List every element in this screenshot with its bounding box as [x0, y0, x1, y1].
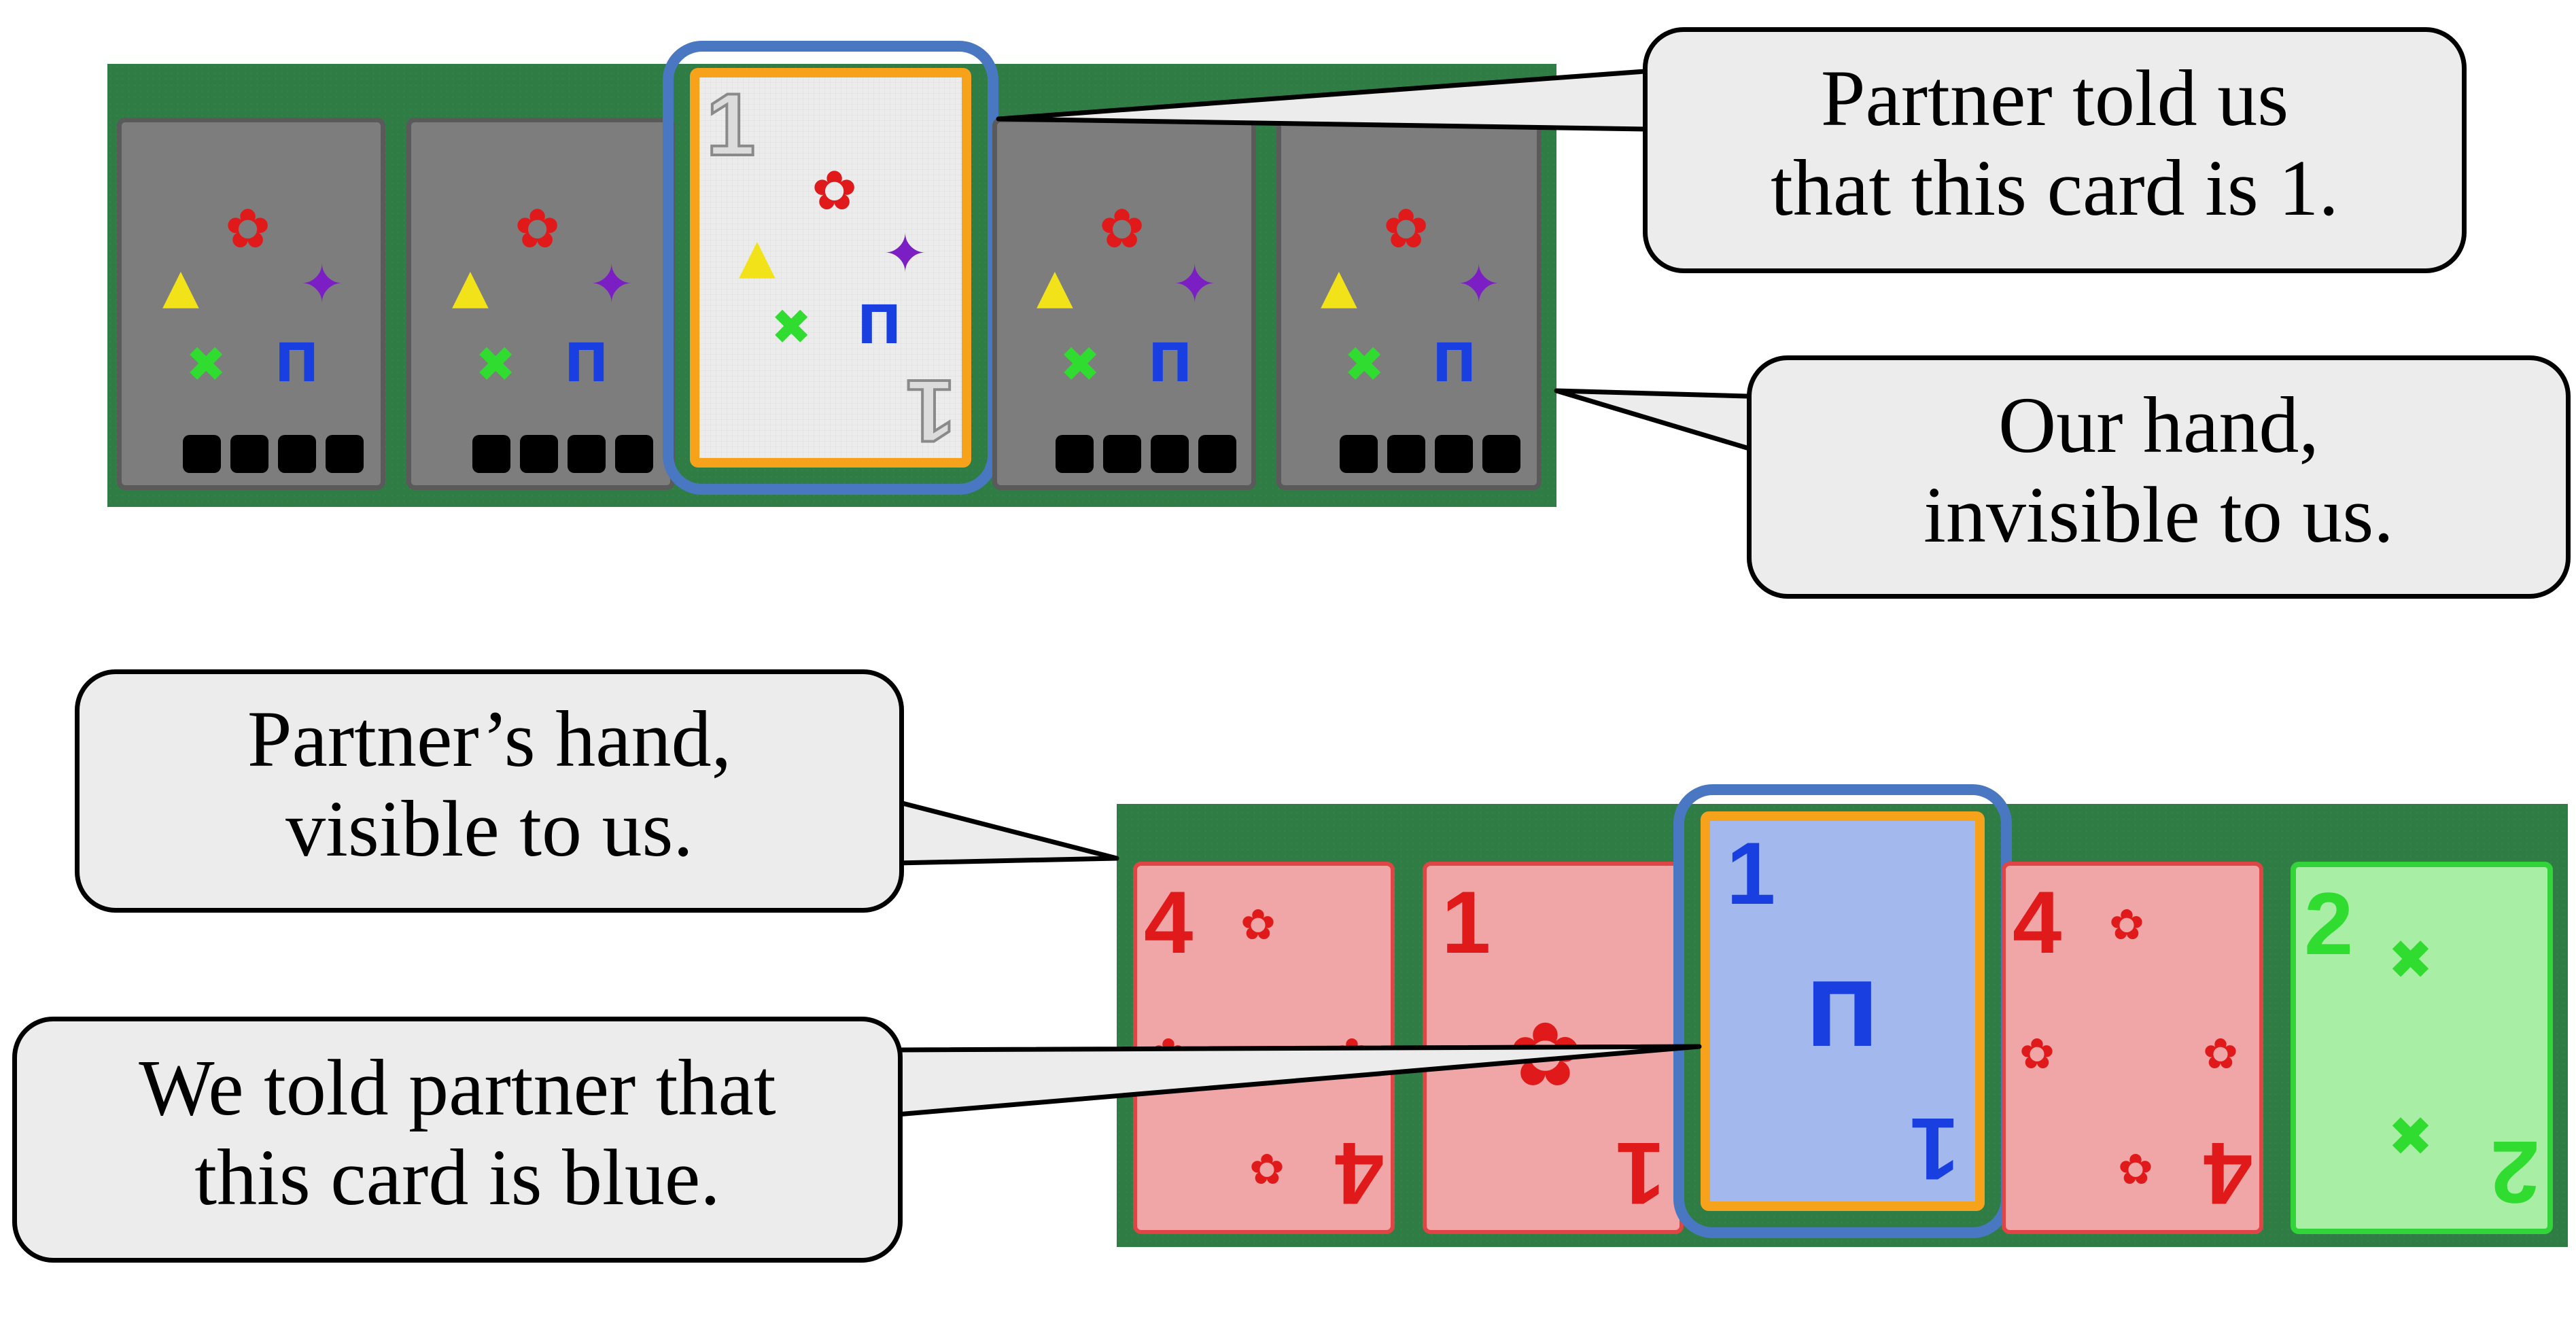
red-suit-icon: ✿ [812, 159, 858, 222]
red-suit-icon: ✿ [2019, 1029, 2055, 1078]
red-suit-icon: ✿ [2203, 1029, 2238, 1078]
rank-slot [1340, 435, 1378, 473]
rank-slot [326, 435, 364, 473]
pointer-partner-told [996, 69, 1646, 132]
callout-we-told: We told partner that this card is blue. [12, 1017, 903, 1263]
rank-slot [183, 435, 221, 473]
rank-slot [615, 435, 653, 473]
rank-slot [1482, 435, 1520, 473]
green-suit-icon: ✖ [2388, 1105, 2434, 1168]
red-suit-icon: ✿ [1099, 197, 1145, 260]
yellow-suit-icon: ▲ [1037, 258, 1073, 314]
callout-line: Partner’s hand, [247, 695, 732, 784]
pointer-we-told [897, 1044, 1702, 1117]
red-suit-icon: ✿ [1249, 1144, 1285, 1194]
blue-suit-icon: Π [857, 295, 902, 356]
yellow-suit-icon: ▲ [162, 258, 199, 314]
yellow-suit-icon: ▲ [1321, 258, 1357, 314]
hinted-card-highlight [663, 41, 998, 495]
yellow-suit-icon: ▲ [739, 228, 776, 284]
red-suit-icon: ✿ [515, 197, 561, 260]
our-hand-card-4[interactable]: ✿ ▲ ✦ ✖ Π [992, 118, 1256, 490]
blue-suit-icon: Π [275, 333, 319, 394]
partner-card-5[interactable]: 2 2 ✖ ✖ [2291, 862, 2553, 1234]
pointer-our-hand [1554, 388, 1796, 465]
rank-slot [568, 435, 606, 473]
rank-label: 4 [2013, 873, 2062, 972]
blue-suit-icon: Π [1805, 964, 1879, 1067]
partner-card-4[interactable]: 4 4 ✿ ✿ ✿ ✿ [2002, 862, 2263, 1234]
rank-slots [1340, 435, 1520, 473]
rank-slot [1103, 435, 1141, 473]
our-hand-card-1[interactable]: ✿ ▲ ✦ ✖ Π [117, 118, 385, 490]
green-suit-icon: ✖ [1344, 336, 1385, 393]
green-suit-icon: ✖ [1060, 336, 1101, 393]
rank-slot [230, 435, 268, 473]
rank-slot [1056, 435, 1094, 473]
red-suit-icon: ✿ [225, 197, 271, 260]
our-hand-card-hinted[interactable]: 1 1 ✿ ▲ ✦ ✖ Π [690, 68, 971, 468]
our-hand-card-5[interactable]: ✿ ▲ ✦ ✖ Π [1276, 118, 1542, 490]
green-suit-icon: ✖ [186, 336, 227, 393]
callout-line: Our hand, [1998, 381, 2319, 470]
purple-suit-icon: ✦ [1457, 254, 1501, 315]
blue-suit-icon: Π [564, 333, 609, 394]
rank-slot [1198, 435, 1236, 473]
rank-slots [472, 435, 653, 473]
rank-label: 1 [1442, 873, 1491, 972]
rank-label: 2 [2304, 874, 2354, 973]
rank-slots [183, 435, 364, 473]
blue-suit-icon: Π [1432, 333, 1477, 394]
rank-slot [472, 435, 510, 473]
rank-label: 1 [705, 75, 756, 174]
callout-line: visible to us. [285, 784, 693, 874]
callout-partner-told: Partner told us that this card is 1. [1643, 27, 2467, 273]
rank-slot [1151, 435, 1189, 473]
red-suit-icon: ✿ [2109, 900, 2144, 949]
yellow-suit-icon: ▲ [452, 258, 489, 314]
blue-suit-icon: Π [1148, 333, 1193, 394]
callout-our-hand: Our hand, invisible to us. [1747, 355, 2571, 599]
rank-slot [520, 435, 558, 473]
rank-label: 4 [1144, 873, 1194, 972]
callout-line: invisible to us. [1924, 470, 2394, 560]
rank-slots [1056, 435, 1236, 473]
purple-suit-icon: ✦ [300, 254, 345, 315]
callout-line: this card is blue. [194, 1133, 720, 1223]
red-suit-icon: ✿ [2118, 1144, 2153, 1194]
red-suit-icon: ✿ [1383, 197, 1429, 260]
callout-line: We told partner that [139, 1043, 776, 1132]
green-suit-icon: ✖ [771, 298, 812, 355]
red-suit-icon: ✿ [1240, 900, 1276, 949]
partner-card-3-hinted[interactable]: 1 1 Π [1701, 811, 1985, 1211]
rank-slot [1435, 435, 1473, 473]
rank-slot [278, 435, 316, 473]
green-suit-icon: ✖ [475, 336, 517, 393]
purple-suit-icon: ✦ [883, 224, 928, 285]
green-suit-icon: ✖ [2388, 928, 2434, 991]
callout-line: that this card is 1. [1771, 143, 2339, 233]
callout-line: Partner told us [1820, 54, 2289, 143]
rank-label: 1 [1726, 824, 1776, 923]
purple-suit-icon: ✦ [589, 254, 634, 315]
purple-suit-icon: ✦ [1172, 254, 1217, 315]
rank-slot [1387, 435, 1425, 473]
pointer-partner-hand [897, 799, 1119, 866]
callout-partner-hand: Partner’s hand, visible to us. [75, 669, 904, 913]
